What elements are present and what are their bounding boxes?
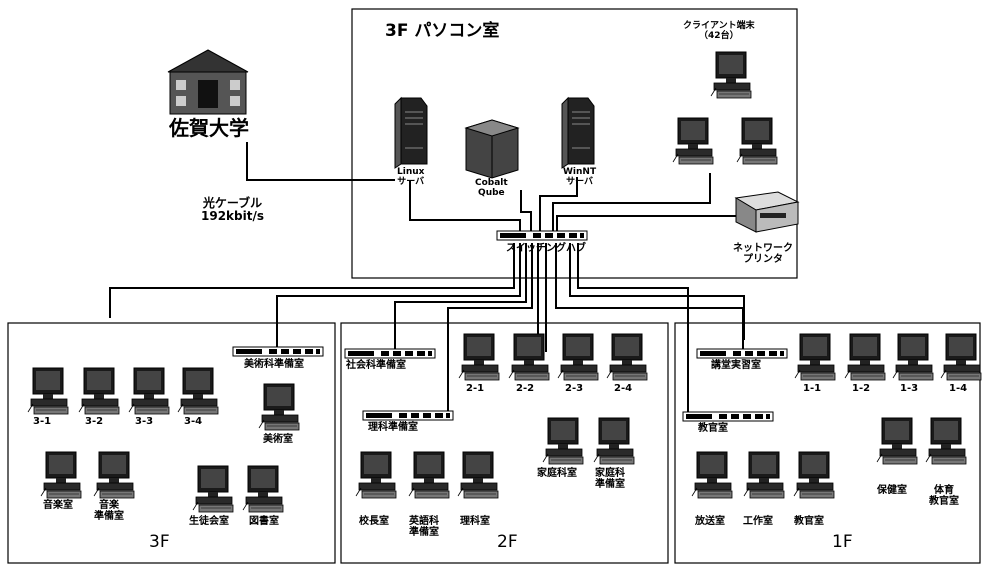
pc-label: 3-4 (184, 416, 202, 427)
floor-label: 2F (497, 533, 518, 552)
pc-label: 校長室 (359, 516, 389, 527)
prep-room-label: 美術科準備室 (244, 359, 304, 370)
pc-label: 放送室 (695, 516, 725, 527)
pc-icon (877, 418, 917, 464)
pc-label: 英語科 準備室 (409, 516, 439, 538)
pc-label: 1-1 (803, 383, 821, 394)
pc-label: 家庭科室 (537, 468, 577, 479)
cobalt-qube-label: Cobalt Qube (475, 179, 508, 199)
pc-icon (926, 418, 966, 464)
pc-icon (845, 334, 885, 380)
pc-icon (459, 334, 499, 380)
pc-label: 教官室 (794, 516, 824, 527)
pc-label: 理科室 (460, 516, 490, 527)
hub-icon (683, 412, 773, 421)
network-printer-label: ネットワーク プリンタ (733, 243, 793, 265)
prep-room-label: 教官室 (698, 423, 728, 434)
clients-label: クライアント端末 （42台） (683, 22, 755, 42)
pc-icon (607, 334, 647, 380)
winnt-server-label: WinNT サーバ (563, 168, 596, 188)
pc-label: 音楽 準備室 (94, 500, 124, 522)
pc-label: 1-4 (949, 383, 967, 394)
university-building-icon (168, 50, 248, 114)
pc-icon (409, 452, 449, 498)
hub-icon (697, 349, 787, 358)
hub-icon (233, 347, 323, 356)
switching-hub-label: スイッチングハブ (506, 243, 586, 254)
pc-icon (893, 334, 933, 380)
client-pc-icon (673, 118, 713, 164)
pc-icon (356, 452, 396, 498)
pc-icon (509, 334, 549, 380)
prep-room-label: 理科準備室 (368, 422, 418, 433)
linux-server-icon (395, 98, 427, 168)
pc-label: 1-3 (900, 383, 918, 394)
pc-label: 1-2 (852, 383, 870, 394)
pc-icon (941, 334, 981, 380)
pc-label: 音楽室 (43, 500, 73, 511)
floor-label: 3F (149, 533, 170, 552)
fiber-cable-label: 光ケーブル 192kbit/s (201, 197, 264, 223)
client-pc-icon (737, 118, 777, 164)
pc-label: 体育 教官室 (929, 485, 959, 507)
pc-icon (692, 452, 732, 498)
pc-label: 3-1 (33, 416, 51, 427)
pc-icon (94, 452, 134, 498)
pc-icon (795, 334, 835, 380)
pc-icon (794, 452, 834, 498)
pc-label: 家庭科 準備室 (595, 468, 625, 490)
pc-icon (458, 452, 498, 498)
pc-label: 保健室 (877, 485, 907, 496)
pc-icon (744, 452, 784, 498)
pc-label: 図書室 (249, 516, 279, 527)
pc-label: 生徒会室 (189, 516, 229, 527)
cobalt-qube-icon (466, 120, 518, 178)
pc-icon (129, 368, 169, 414)
hub-icon (345, 349, 435, 358)
pc-label: 3-2 (85, 416, 103, 427)
pc-label: 2-2 (516, 383, 534, 394)
pc-icon (558, 334, 598, 380)
pc-label: 3-3 (135, 416, 153, 427)
pc-icon (543, 418, 583, 464)
floor-label: 1F (832, 533, 853, 552)
pc-icon (594, 418, 634, 464)
network-printer-icon (736, 192, 798, 232)
pc-icon (243, 466, 283, 512)
pc-label: 2-3 (565, 383, 583, 394)
linux-server-label: Linux サーバ (397, 168, 424, 188)
pc-label: 美術室 (263, 434, 293, 445)
winnt-server-icon (562, 98, 594, 168)
pc-icon (178, 368, 218, 414)
hub-icon (363, 411, 453, 420)
pc-icon (41, 452, 81, 498)
pc-icon (259, 384, 299, 430)
pc-icon (193, 466, 233, 512)
server-room-title: 3F パソコン室 (385, 22, 499, 41)
switching-hub-icon (497, 231, 587, 240)
pc-icon (28, 368, 68, 414)
pc-label: 2-1 (466, 383, 484, 394)
prep-room-label: 講堂実習室 (711, 360, 761, 371)
prep-room-label: 社会科準備室 (346, 360, 406, 371)
university-label: 佐賀大学 (169, 117, 249, 139)
client-pc-icon (711, 52, 751, 98)
pc-label: 2-4 (614, 383, 632, 394)
pc-label: 工作室 (743, 516, 773, 527)
pc-icon (79, 368, 119, 414)
